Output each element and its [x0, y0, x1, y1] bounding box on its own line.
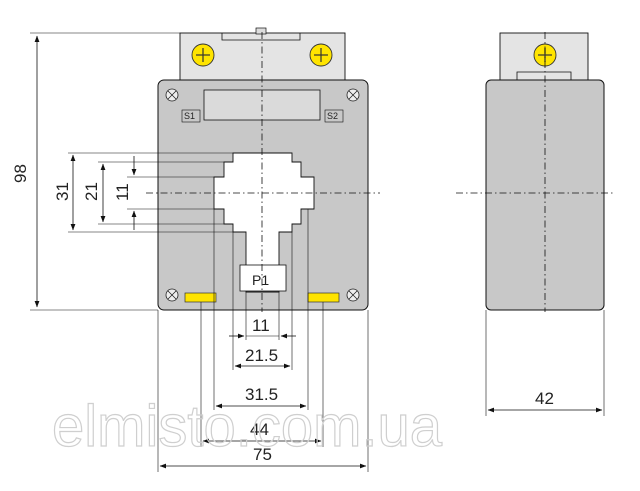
terminal-label-s1: S1	[184, 111, 195, 121]
terminal-label-p1: P1	[252, 272, 269, 288]
p1-label-box	[239, 264, 287, 292]
mounting-slot-left	[184, 292, 217, 303]
corner-screw-bottom-left-icon	[165, 288, 179, 302]
mounting-slot-right	[307, 292, 340, 303]
terminal-label-s2: S2	[327, 111, 338, 121]
dim-44: 44	[250, 420, 269, 439]
dim-98: 98	[11, 164, 30, 183]
side-terminal-screw-icon	[533, 43, 557, 67]
dim-21: 21	[82, 182, 101, 201]
dim-31-5: 31.5	[245, 385, 278, 404]
corner-screw-top-right-icon	[346, 88, 360, 102]
dim-75: 75	[253, 445, 272, 464]
dim-21-5: 21.5	[245, 346, 278, 365]
corner-screw-bottom-right-icon	[346, 288, 360, 302]
top-terminal-notch	[221, 33, 301, 41]
dim-11-horizontal: 11	[252, 316, 270, 335]
dim-31: 31	[53, 182, 72, 201]
front-dimensions: 98 31 21 11 11 21.5	[11, 32, 369, 472]
watermark-text: elmisto.com.ua	[52, 394, 443, 459]
front-view: S1 S2 P1	[146, 27, 380, 312]
corner-screw-top-left-icon	[165, 88, 179, 102]
side-view: 42	[456, 32, 614, 416]
terminal-screw-right-icon	[309, 43, 333, 67]
dim-42: 42	[535, 389, 554, 408]
terminal-screw-left-icon	[191, 43, 215, 67]
dim-11-vertical: 11	[113, 183, 132, 201]
